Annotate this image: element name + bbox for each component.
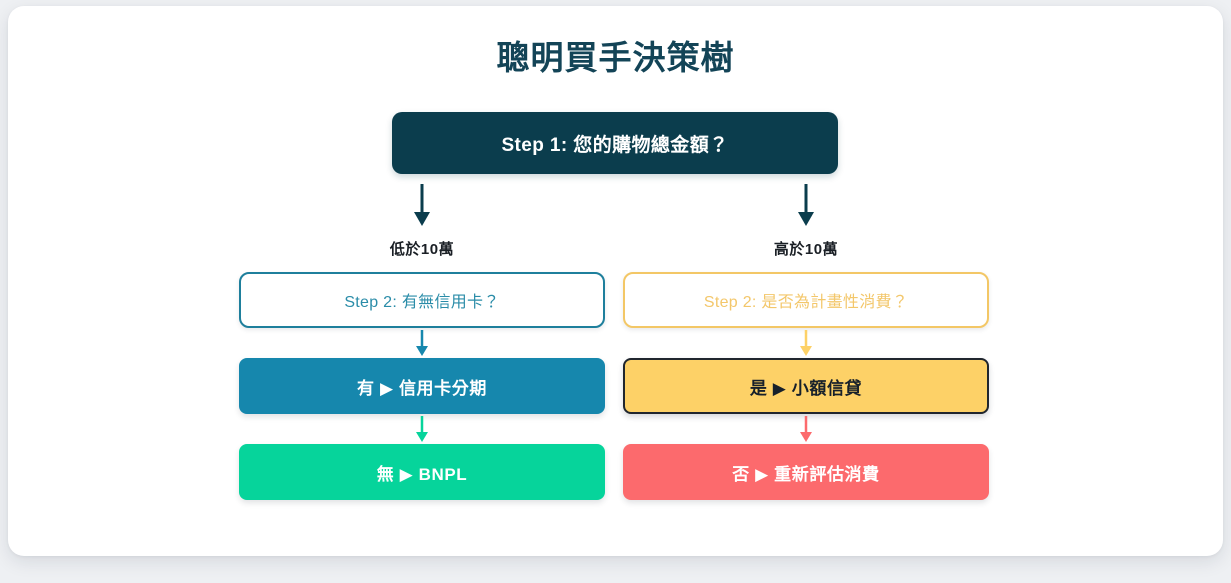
outcome-node-bnpl[interactable]: 無 ▶ BNPL bbox=[239, 444, 605, 500]
arrow-down-dark-icon bbox=[795, 184, 817, 228]
arrow-down-green-icon bbox=[413, 414, 431, 444]
branch-low: 低於10萬 Step 2: 有無信用卡？ 有 ▶ 信用卡分期 無 ▶ BNPL bbox=[239, 184, 605, 500]
arrow-down-amber-icon bbox=[797, 328, 815, 358]
arrow-down-dark-icon bbox=[411, 184, 433, 228]
arrow-down-teal-icon bbox=[413, 328, 431, 358]
question-node-credit-card[interactable]: Step 2: 有無信用卡？ bbox=[239, 272, 605, 328]
branch-container: 低於10萬 Step 2: 有無信用卡？ 有 ▶ 信用卡分期 無 ▶ BNPL bbox=[8, 184, 1223, 554]
branch-high: 高於10萬 Step 2: 是否為計畫性消費？ 是 ▶ 小額信貸 否 ▶ 重新 bbox=[623, 184, 989, 500]
outcome-node-micro-loan[interactable]: 是 ▶ 小額信貸 bbox=[623, 358, 989, 414]
root-node-step1[interactable]: Step 1: 您的購物總金額？ bbox=[392, 112, 838, 174]
question-node-planned-purchase[interactable]: Step 2: 是否為計畫性消費？ bbox=[623, 272, 989, 328]
page-title: 聰明買手決策樹 bbox=[496, 39, 735, 76]
arrow-down-red-icon bbox=[797, 414, 815, 444]
branch-condition-label-high: 高於10萬 bbox=[773, 241, 839, 258]
branch-condition-label-low: 低於10萬 bbox=[389, 241, 455, 258]
decision-tree-card: 聰明買手決策樹 Step 1: 您的購物總金額？ 低於10萬 Step 2: 有… bbox=[8, 6, 1223, 556]
outcome-node-credit-installment[interactable]: 有 ▶ 信用卡分期 bbox=[239, 358, 605, 414]
outcome-node-reevaluate[interactable]: 否 ▶ 重新評估消費 bbox=[623, 444, 989, 500]
